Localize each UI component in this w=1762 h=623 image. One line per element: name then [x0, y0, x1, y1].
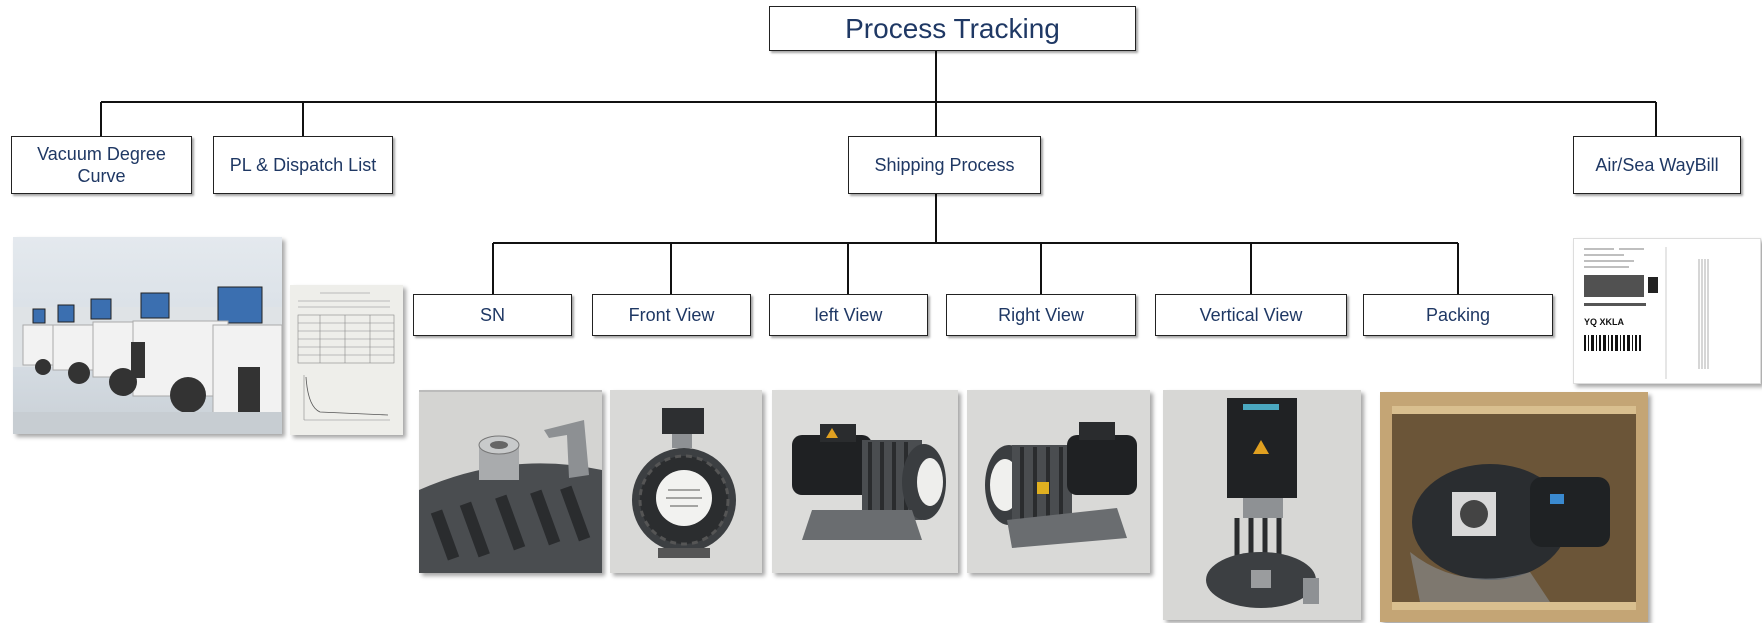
root-node: Process Tracking	[769, 6, 1136, 51]
node-vertical-view: Vertical View	[1155, 294, 1347, 336]
node-air-sea-waybill: Air/Sea WayBill	[1573, 136, 1741, 194]
sn-closeup-photo	[419, 390, 602, 573]
vacuum-test-lab-photo	[13, 237, 282, 434]
node-packing: Packing	[1363, 294, 1553, 336]
vertical-view-photo	[1163, 390, 1361, 620]
node-front-view: Front View	[592, 294, 751, 336]
node-sn: SN	[413, 294, 572, 336]
waybill-code-text: YQ XKLA	[1584, 317, 1625, 327]
node-pl-dispatch-list: PL & Dispatch List	[213, 136, 393, 194]
node-right-view: Right View	[946, 294, 1136, 336]
right-view-photo	[967, 390, 1150, 573]
left-view-photo	[772, 390, 958, 573]
front-view-photo	[610, 390, 762, 573]
waybill-document-photo: YQ XKLA	[1573, 238, 1761, 384]
node-shipping-process: Shipping Process	[848, 136, 1041, 194]
node-vacuum-degree-curve: Vacuum Degree Curve	[11, 136, 192, 194]
dispatch-list-document-photo	[290, 285, 403, 435]
node-left-view: left View	[769, 294, 928, 336]
packing-photo	[1380, 392, 1648, 622]
